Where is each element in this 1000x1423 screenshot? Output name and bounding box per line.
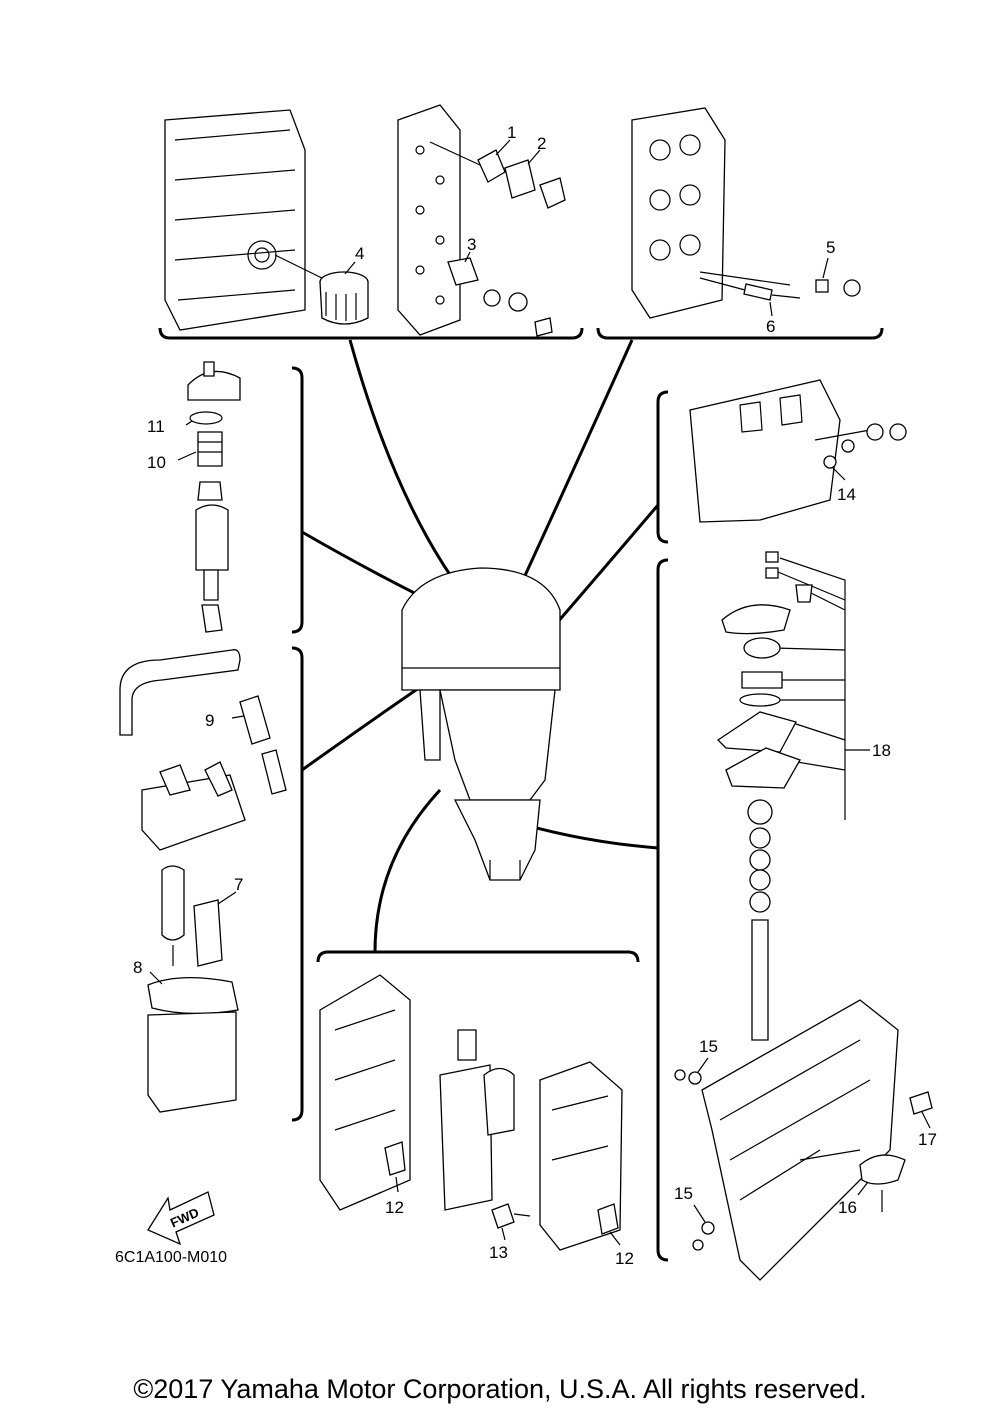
parts-diagram: FWD 1 2 3 4 5 6 7 8 9 10 11 12 12 13 14 … — [115, 104, 937, 1281]
fuel-filter-element-10 — [177, 431, 223, 467]
grommet-14 — [823, 439, 855, 481]
thermostat-1 — [477, 139, 511, 183]
callout-17: 17 — [918, 1130, 937, 1149]
anode-3 — [447, 251, 553, 337]
electric-fuel-pump — [161, 865, 185, 966]
callout-numbers: 1 2 3 4 5 6 7 8 9 10 11 12 12 13 14 15 1… — [133, 123, 937, 1268]
fuel-hose — [119, 649, 241, 736]
callout-6: 6 — [766, 317, 775, 336]
callout-2: 2 — [537, 134, 546, 153]
o-ring-11 — [185, 411, 223, 426]
swivel-bracket-left — [319, 974, 411, 1211]
callout-4: 4 — [355, 244, 364, 263]
oil-filter-4 — [319, 261, 369, 325]
diagram-code: 6C1A100-M010 — [115, 1249, 227, 1266]
callout-11: 11 — [147, 417, 165, 436]
gasket-8 — [147, 971, 239, 1113]
water-pump-kit-18 — [716, 551, 870, 1041]
grommet-12-right — [597, 1203, 621, 1246]
copyright-notice: ©2017 Yamaha Motor Corporation, U.S.A. A… — [133, 1374, 867, 1404]
callout-7: 7 — [234, 875, 243, 894]
callout-9: 9 — [205, 711, 214, 730]
washer-15-upper — [674, 1057, 709, 1085]
callout-5: 5 — [826, 238, 835, 257]
callout-16: 16 — [838, 1198, 857, 1217]
sensor-6 — [743, 283, 801, 317]
group-brackets — [158, 327, 884, 1262]
cylinder-head — [631, 107, 791, 319]
thermostat-gasket-2 — [504, 149, 566, 209]
powerhead-block — [164, 109, 331, 331]
lower-unit — [701, 999, 899, 1281]
fuel-pump-filter-7 — [193, 891, 237, 967]
callout-13: 13 — [489, 1243, 508, 1262]
swivel-bracket-right — [539, 1061, 623, 1251]
callout-1: 1 — [507, 123, 516, 142]
fuel-filter-housing — [187, 361, 241, 401]
fuel-filter-cup — [195, 481, 229, 633]
callout-12-right: 12 — [615, 1249, 634, 1268]
plug-5 — [815, 257, 861, 297]
exhaust-cover-plate — [397, 104, 481, 336]
trim-tab-16 — [857, 1154, 906, 1212]
outboard-motor — [401, 567, 561, 881]
callout-15-lower: 15 — [674, 1184, 693, 1203]
grommet-12-left — [384, 1141, 406, 1193]
upper-casing — [689, 379, 907, 523]
callout-14: 14 — [837, 485, 856, 504]
grommet-13 — [491, 1203, 531, 1241]
anode-17 — [909, 1091, 933, 1129]
callout-10: 10 — [147, 453, 166, 472]
callout-18: 18 — [872, 741, 891, 760]
callout-3: 3 — [467, 235, 476, 254]
washer-15-lower — [692, 1204, 715, 1251]
fwd-arrow: FWD — [147, 1191, 215, 1246]
vapor-separator-top — [141, 761, 246, 851]
callout-8: 8 — [133, 958, 142, 977]
power-tilt-unit — [439, 1029, 515, 1211]
fuel-filter-9 — [231, 695, 287, 795]
callout-15-upper: 15 — [699, 1037, 718, 1056]
callout-12-left: 12 — [385, 1198, 404, 1217]
